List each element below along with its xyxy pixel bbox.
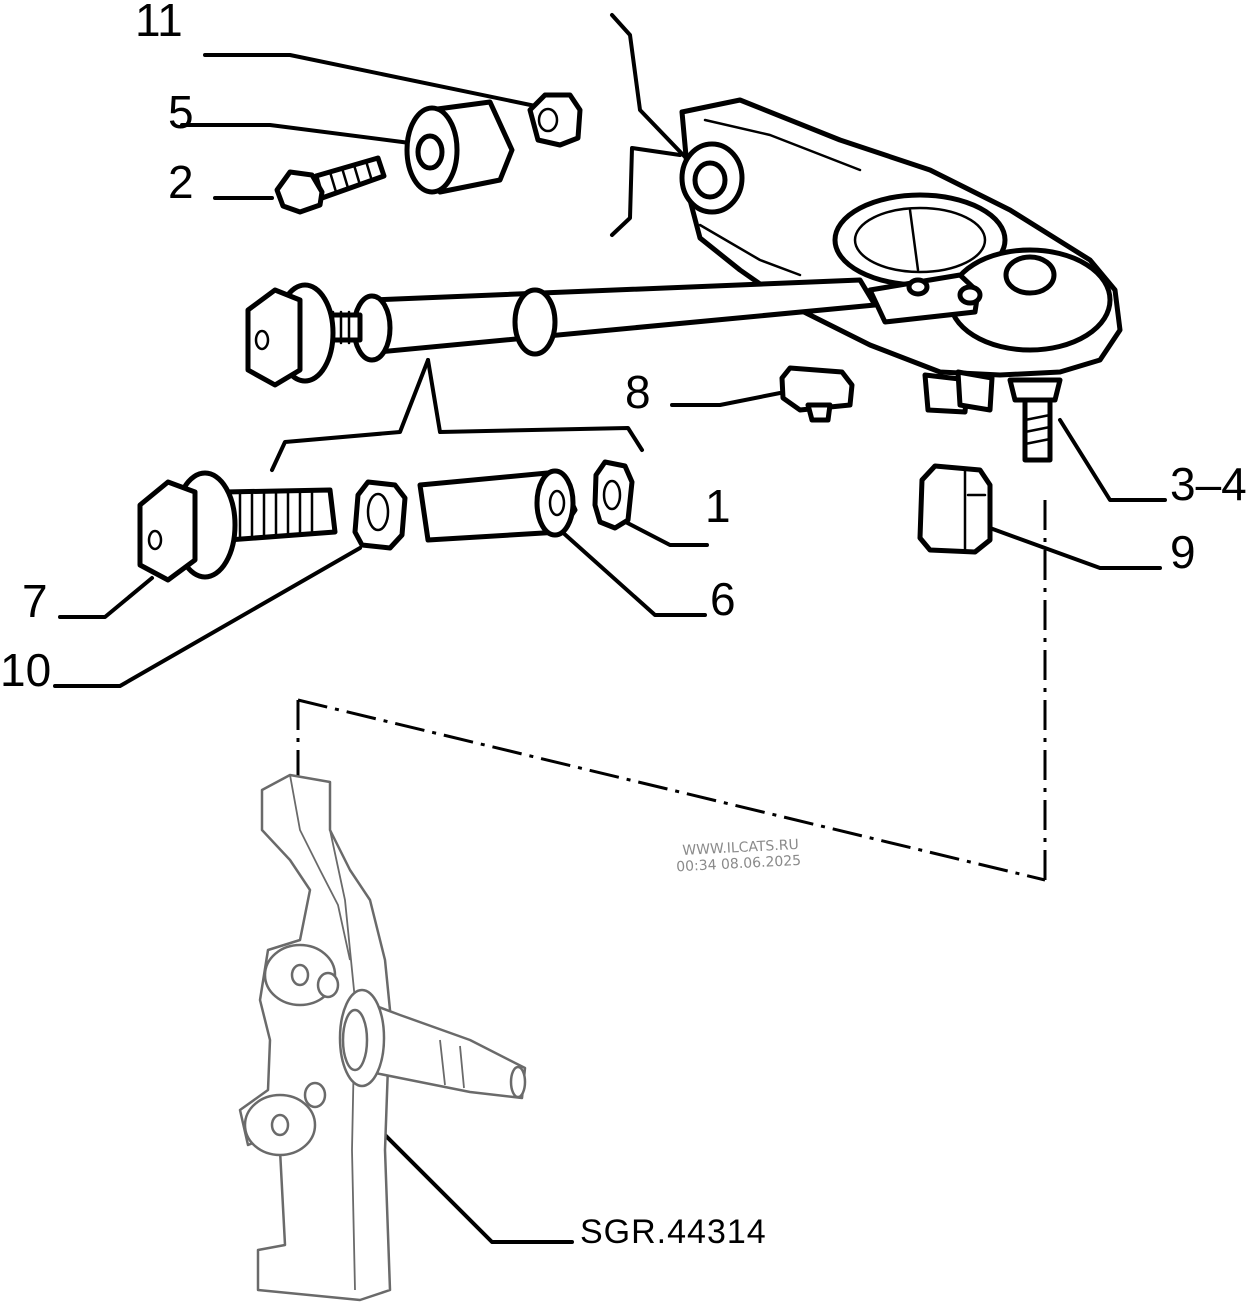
callout-labels: 11 5 2 8 1 3–4 9 6 7 10	[0, 0, 1247, 696]
part-9-bump-stop	[917, 463, 993, 555]
callout-11: 11	[135, 0, 183, 46]
part-1-nut	[592, 459, 635, 531]
callout-9: 9	[1170, 526, 1196, 578]
callout-3-4: 3–4	[1170, 458, 1247, 510]
part-7-tie-rod-end	[137, 470, 338, 583]
part-5-bushing	[404, 99, 515, 195]
leader-lines	[53, 13, 1167, 1244]
callout-5: 5	[168, 86, 194, 138]
callout-8: 8	[625, 366, 651, 418]
watermark-site: WWW.ILCATS.RU	[682, 837, 799, 859]
callout-2: 2	[168, 156, 194, 208]
part-2-bolt	[274, 155, 387, 215]
tie-rod-assembly	[245, 277, 878, 388]
alignment-lines	[296, 500, 1047, 882]
part-10-locknut	[352, 479, 408, 551]
part-8-pad	[779, 365, 855, 423]
upper-control-arm	[679, 97, 1123, 463]
callout-1: 1	[705, 480, 731, 532]
callout-7: 7	[22, 575, 48, 627]
callout-6: 6	[710, 573, 736, 625]
callout-10: 10	[0, 644, 51, 696]
part-6-sleeve	[417, 468, 578, 543]
part-11-nut	[527, 92, 583, 148]
reference-code: SGR.44314	[580, 1213, 767, 1251]
steering-knuckle	[238, 773, 527, 1302]
watermark: WWW.ILCATS.RU 00:34 08.06.2025	[676, 837, 802, 876]
watermark-timestamp: 00:34 08.06.2025	[676, 853, 802, 876]
